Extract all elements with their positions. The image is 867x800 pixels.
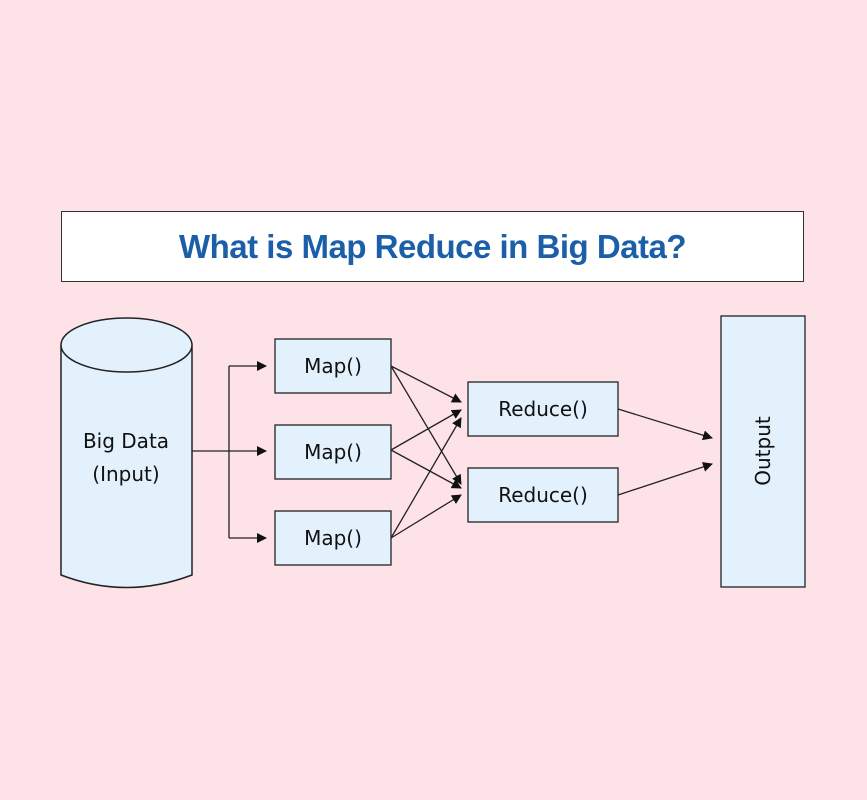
diagram-title: What is Map Reduce in Big Data?	[178, 227, 687, 265]
edge-map2-reduce1	[390, 409, 462, 451]
edge-map1-reduce2	[390, 365, 462, 485]
edge-reduce1-output	[617, 408, 713, 441]
input-node: Big Data (Input)	[60, 317, 193, 589]
map-node-3: Map()	[274, 510, 392, 566]
output-label: Output	[751, 416, 775, 486]
edge-map2-reduce2	[390, 449, 462, 489]
map-node-1: Map()	[274, 338, 392, 394]
reduce-node-1: Reduce()	[467, 381, 619, 437]
map-label: Map()	[304, 440, 362, 464]
edge-map3-reduce1	[390, 417, 462, 539]
output-node: Output	[720, 315, 806, 588]
reduce-node-2: Reduce()	[467, 467, 619, 523]
edge-map1-reduce1	[390, 365, 462, 403]
map-reduce-edges	[390, 365, 462, 539]
input-edges	[192, 361, 267, 543]
input-label-line1: Big Data	[83, 429, 169, 453]
map-label: Map()	[304, 526, 362, 550]
title-box: What is Map Reduce in Big Data?	[61, 211, 804, 282]
input-label-line2: (Input)	[92, 462, 159, 486]
edge-map3-reduce2	[390, 494, 462, 539]
edge-reduce2-output	[617, 462, 713, 496]
reduce-label: Reduce()	[498, 397, 588, 421]
map-label: Map()	[304, 354, 362, 378]
reduce-label: Reduce()	[498, 483, 588, 507]
map-node-2: Map()	[274, 424, 392, 480]
